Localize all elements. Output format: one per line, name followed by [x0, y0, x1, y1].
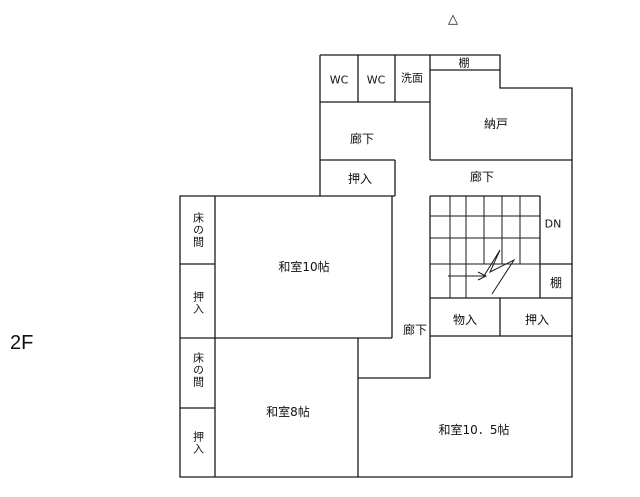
- room-washitsu-10-5: 和室10．5帖: [438, 423, 510, 437]
- north-mark: △: [448, 12, 458, 27]
- room-closet-left-2: 押入: [191, 431, 205, 455]
- room-washitsu-10: 和室10帖: [278, 260, 330, 274]
- outer-wall: [179, 54, 573, 478]
- room-closet-left-1: 押入: [191, 291, 205, 315]
- room-tokonoma-2: 床の間: [191, 352, 205, 388]
- room-wc-2: WC: [366, 73, 386, 87]
- room-washroom: 洗面: [401, 71, 423, 85]
- room-corridor-mid: 廊下: [469, 170, 495, 184]
- room-storage: 納戸: [483, 117, 509, 131]
- room-wc-1: WC: [329, 73, 349, 87]
- room-shelf-top: 棚: [458, 56, 470, 70]
- room-closet-right: 押入: [524, 313, 550, 327]
- room-tokonoma-1: 床の間: [191, 212, 205, 248]
- room-corridor-low: 廊下: [402, 323, 428, 337]
- room-washitsu-8: 和室8帖: [266, 405, 310, 419]
- stair-dn-label: DN: [544, 217, 562, 231]
- room-shelf-right: 棚: [549, 276, 563, 290]
- floor-label: 2F: [10, 332, 34, 354]
- room-monoire: 物入: [452, 313, 478, 327]
- room-corridor-top: 廊下: [349, 132, 375, 146]
- staircase: [430, 196, 540, 298]
- room-closet-top: 押入: [347, 172, 373, 186]
